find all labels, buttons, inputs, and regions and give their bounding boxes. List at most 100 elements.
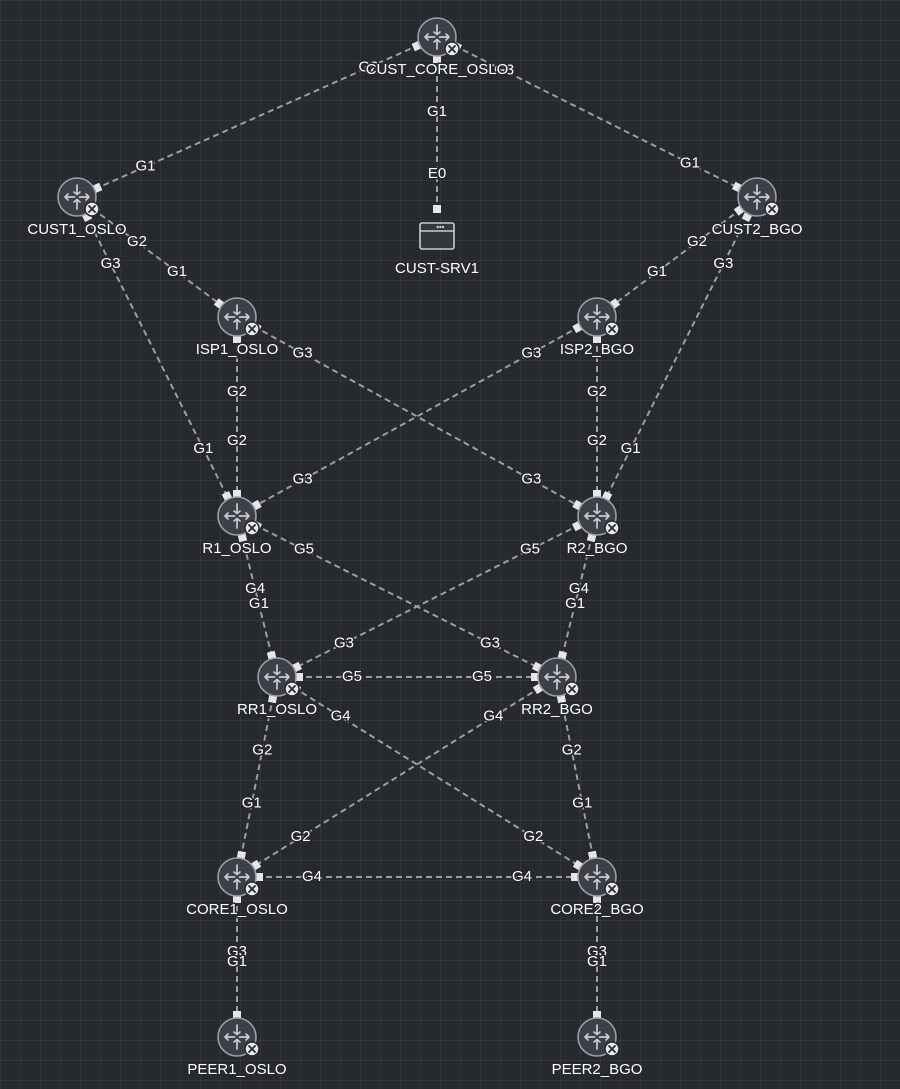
interface-label: G5: [294, 541, 314, 558]
interface-label: G1: [136, 158, 156, 175]
link-line[interactable]: [560, 534, 594, 659]
node-rr2-bgo[interactable]: RR2_BGO: [520, 657, 594, 720]
link-line[interactable]: [253, 325, 581, 508]
node-rr1-oslo[interactable]: RR1_OSLO: [235, 657, 319, 720]
port-indicator: [593, 1011, 601, 1019]
stopped-status-icon: [604, 321, 620, 337]
stopped-status-icon: [244, 321, 260, 337]
interface-label: G5: [520, 541, 540, 558]
node-label: RR2_BGO: [521, 701, 593, 718]
port-indicator: [433, 55, 441, 63]
interface-label: E0: [428, 165, 446, 182]
stopped-status-icon: [284, 681, 300, 697]
interface-label: G2: [291, 828, 311, 845]
link-line[interactable]: [240, 534, 274, 659]
link-line[interactable]: [252, 686, 542, 868]
nodes-layer: CUST_CORE_OSLO CUST1_OSLO CUST2_BGO CUST-SR…: [26, 17, 804, 1080]
link-line[interactable]: [611, 207, 743, 307]
node-peer2-bgo[interactable]: PEER2_BGO: [550, 1017, 644, 1080]
interface-label: G1: [242, 794, 262, 811]
port-indicator: [433, 205, 441, 213]
interface-label: G3: [494, 62, 514, 79]
stopped-status-icon: [244, 881, 260, 897]
link-isp2-bgo-r1-oslo[interactable]: G3 G3: [250, 322, 584, 511]
interface-label: G1: [249, 595, 269, 612]
stopped-status-icon: [764, 201, 780, 217]
node-isp2-bgo[interactable]: ISP2_BGO: [558, 297, 636, 360]
interface-label: G2: [523, 828, 543, 845]
interface-label: G5: [472, 668, 492, 685]
port-indicator: [531, 673, 539, 681]
interface-label: G5: [342, 668, 362, 685]
interface-label: G2: [587, 432, 607, 449]
port-indicator: [233, 895, 241, 903]
node-label: R1_OSLO: [202, 540, 271, 557]
node-r2-bgo[interactable]: R2_BGO: [565, 496, 629, 559]
node-label: PEER1_OSLO: [187, 1061, 286, 1078]
node-cust2-bgo[interactable]: CUST2_BGO: [710, 177, 804, 240]
interface-label: G3: [480, 634, 500, 651]
interface-label: G3: [521, 344, 541, 361]
interface-label: G3: [101, 255, 121, 272]
link-line[interactable]: [559, 695, 595, 859]
link-line[interactable]: [239, 695, 275, 859]
link-line[interactable]: [292, 686, 582, 868]
link-line[interactable]: [604, 213, 750, 500]
port-indicator: [593, 335, 601, 343]
link-line[interactable]: [84, 213, 230, 500]
interface-label: G1: [565, 595, 585, 612]
interface-label: G1: [427, 103, 447, 120]
link-line[interactable]: [253, 325, 581, 508]
node-label: CORE2_BGO: [550, 901, 643, 918]
link-line[interactable]: [91, 207, 223, 307]
interface-label: G1: [167, 263, 187, 280]
node-isp1-oslo[interactable]: ISP1_OSLO: [194, 297, 280, 360]
node-label: CUST1_OSLO: [27, 221, 126, 238]
link-rr1-oslo-rr2-bgo[interactable]: G5 G5: [295, 666, 539, 686]
port-indicator: [233, 490, 241, 498]
port-indicator: [233, 335, 241, 343]
interface-label: G3: [334, 634, 354, 651]
interface-label: G4: [302, 868, 322, 885]
node-core2-bgo[interactable]: CORE2_BGO: [549, 857, 645, 920]
node-cust-core-oslo[interactable]: CUST_CORE_OSLO: [364, 17, 510, 80]
stopped-status-icon: [244, 1041, 260, 1057]
node-peer1-oslo[interactable]: PEER1_OSLO: [186, 1017, 288, 1080]
link-cust1-oslo-r1-oslo[interactable]: G3 G1: [81, 211, 233, 502]
node-cust1-oslo[interactable]: CUST1_OSLO: [26, 177, 128, 240]
node-cust-srv1[interactable]: CUST-SRV1: [394, 222, 480, 279]
interface-label: G1: [587, 953, 607, 970]
node-label: ISP1_OSLO: [196, 341, 279, 358]
link-line[interactable]: [253, 523, 541, 670]
link-line[interactable]: [453, 44, 741, 190]
interface-label: G2: [252, 742, 272, 759]
node-core1-oslo[interactable]: CORE1_OSLO: [185, 857, 289, 920]
interface-label: G4: [569, 580, 589, 597]
link-line[interactable]: [293, 523, 581, 670]
port-indicator: [593, 490, 601, 498]
interface-label: G3: [227, 943, 247, 960]
interface-label: G2: [127, 233, 147, 250]
interface-label: G3: [293, 344, 313, 361]
node-r1-oslo[interactable]: R1_OSLO: [201, 496, 273, 559]
